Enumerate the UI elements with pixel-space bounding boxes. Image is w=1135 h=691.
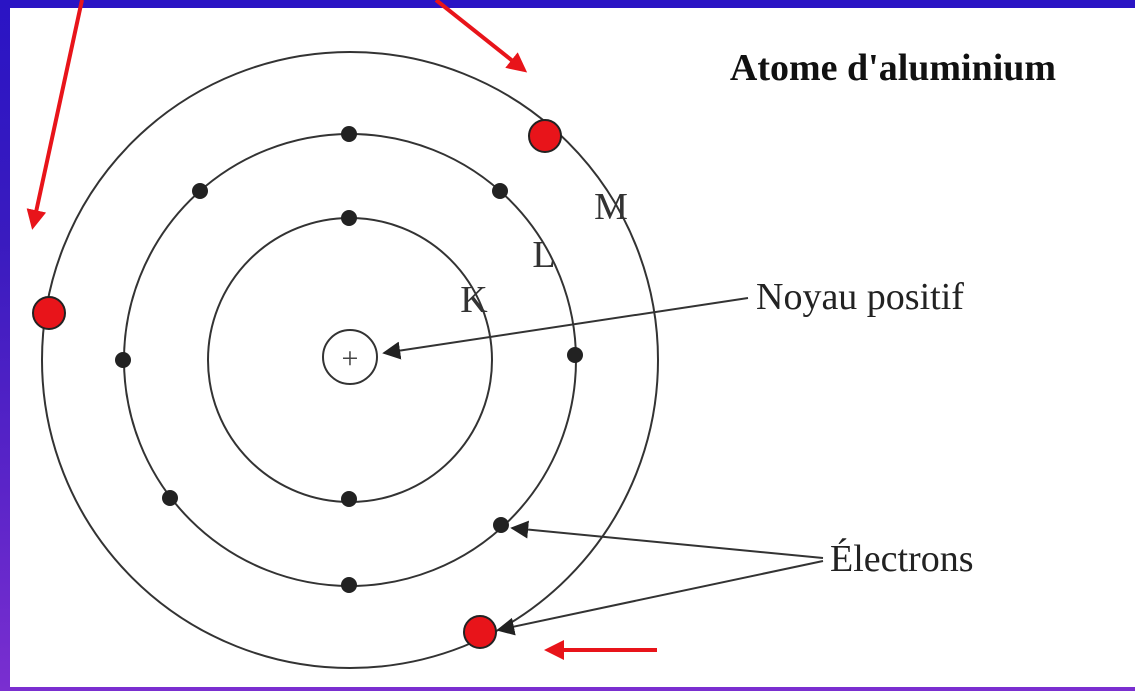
electrons-pointer-line [510,520,824,559]
electron [341,126,357,142]
electrons-pointer-line [496,560,824,636]
nucleus [322,329,378,385]
nucleus-label: Noyau positif [756,276,964,318]
valence-electron [463,615,497,649]
electron [341,210,357,226]
electrons-label: Électrons [830,538,974,580]
electron [162,490,178,506]
shell-m-electrons [32,119,562,649]
electron [492,183,508,199]
valence-electron [32,296,66,330]
electron [493,517,509,533]
shell-label-m: M [594,186,628,228]
shell-label-l: L [532,234,555,276]
shell-m-orbit [41,51,659,669]
valence-electron [528,119,562,153]
diagram-title: Atome d'aluminium [730,47,1056,89]
highlight-arrow [26,0,84,230]
electron [567,347,583,363]
shell-k-electrons [341,210,357,507]
electron [341,491,357,507]
shell-label-k: K [460,279,488,321]
nucleus-pointer-line [382,297,749,360]
nucleus-symbol: + [342,342,359,375]
highlight-arrow [434,0,528,73]
shell-l-electrons [115,126,583,593]
electron [192,183,208,199]
electron [115,352,131,368]
electron [341,577,357,593]
